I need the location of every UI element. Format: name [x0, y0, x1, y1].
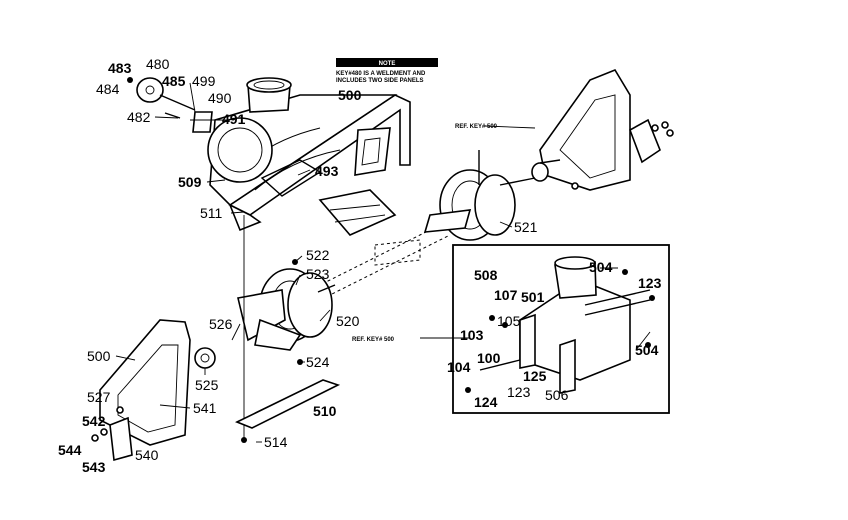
- callout-105: 105: [497, 313, 521, 329]
- callout-485: 485: [162, 73, 186, 89]
- callout-510: 510: [313, 403, 337, 419]
- callout-514: 514: [264, 434, 288, 450]
- callout-482: 482: [127, 109, 151, 125]
- callout-506: 506: [545, 387, 569, 403]
- ref-key-500-upper: REF. KEY# 500: [455, 124, 498, 130]
- note-line-1: KEY#480 IS A WELDMENT AND: [336, 71, 426, 77]
- callout-107: 107: [494, 287, 518, 303]
- auger-drive-shaft: [289, 189, 451, 311]
- side-panel-right: [531, 69, 674, 191]
- chute-pulley-parts: [127, 77, 230, 133]
- callout-527: 527: [87, 389, 111, 405]
- callout-542: 542: [82, 413, 106, 429]
- callout-520: 520: [336, 313, 360, 329]
- callout-124: 124: [474, 394, 498, 410]
- auger-housing: [207, 77, 411, 232]
- callout-484: 484: [96, 81, 120, 97]
- callout-500-top: 500: [338, 87, 362, 103]
- auger-flight-upper: [423, 150, 536, 241]
- callout-483: 483: [108, 60, 132, 76]
- callout-500-left: 500: [87, 348, 111, 364]
- callout-103: 103: [460, 327, 484, 343]
- callout-508: 508: [474, 267, 498, 283]
- callout-labels: 483 480 484 485 499 490 482 491 500 509 …: [58, 56, 662, 475]
- callout-480: 480: [146, 56, 170, 72]
- callout-499: 499: [192, 73, 216, 89]
- callout-511: 511: [200, 205, 223, 221]
- leader-lines: [115, 82, 651, 443]
- callout-540: 540: [135, 447, 159, 463]
- side-panel-left: [91, 319, 216, 462]
- callout-525: 525: [195, 377, 219, 393]
- ref-key-500-lower: REF. KEY# 500: [352, 337, 395, 343]
- callout-123-bottom: 123: [507, 384, 531, 400]
- callout-526: 526: [209, 316, 233, 332]
- callout-541: 541: [193, 400, 217, 416]
- callout-123-top: 123: [638, 275, 662, 291]
- callout-100: 100: [477, 350, 501, 366]
- callout-524: 524: [306, 354, 330, 370]
- callout-104: 104: [447, 359, 471, 375]
- callout-522: 522: [306, 247, 330, 263]
- note-heading: NOTE: [379, 61, 396, 67]
- inset-detail: [452, 244, 670, 414]
- note-box: NOTE KEY#480 IS A WELDMENT AND INCLUDES …: [336, 58, 438, 84]
- callout-543: 543: [82, 459, 106, 475]
- callout-125: 125: [523, 368, 547, 384]
- callout-501: 501: [521, 289, 545, 305]
- callout-509: 509: [178, 174, 202, 190]
- scraper-bar: [235, 379, 341, 443]
- callout-521: 521: [514, 219, 538, 235]
- callout-523: 523: [306, 266, 330, 282]
- callout-491: 491: [222, 111, 246, 127]
- callout-504-bottom: 504: [635, 342, 659, 358]
- callout-544: 544: [58, 442, 82, 458]
- note-line-2: INCLUDES TWO SIDE PANELS: [336, 78, 424, 84]
- auger-flight-lower: [237, 259, 336, 365]
- callout-490: 490: [208, 90, 232, 106]
- callout-504-top: 504: [589, 259, 613, 275]
- callout-493: 493: [315, 163, 339, 179]
